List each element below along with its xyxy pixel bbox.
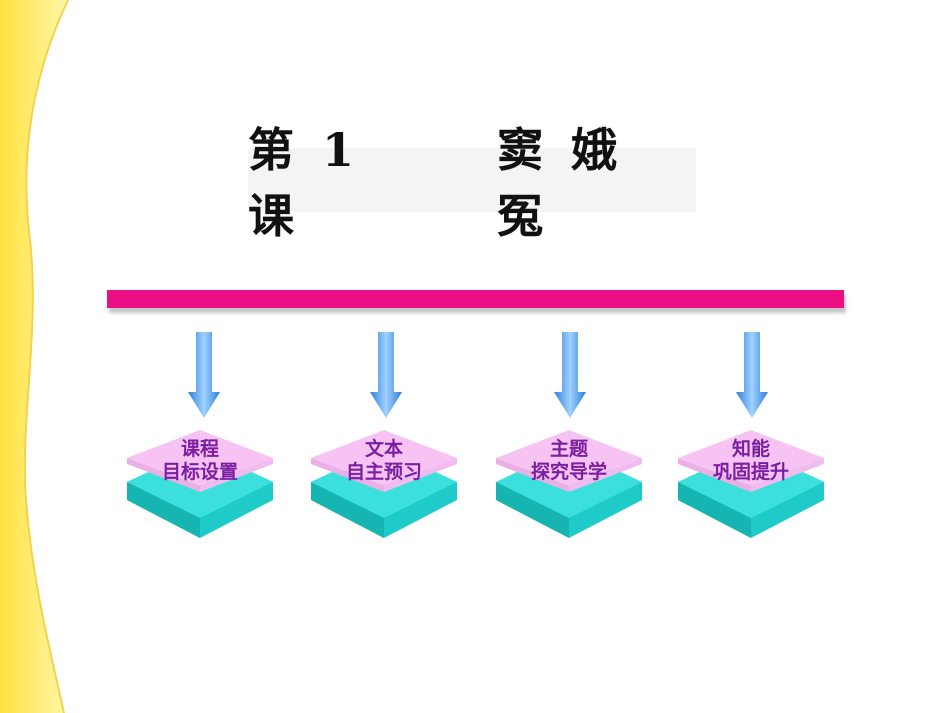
module-block-2[interactable]: [311, 430, 457, 540]
module-label-line2: 自主预习: [345, 461, 422, 483]
module-label-4[interactable]: 知能 巩固提升: [678, 438, 824, 484]
down-arrow-icon: [736, 332, 768, 418]
module-block-1[interactable]: [127, 430, 273, 540]
module-label-line1: 知能: [731, 438, 770, 460]
page-title: 第 1 课 窦 娥 冤: [248, 123, 696, 243]
module-label-line1: 文本: [364, 438, 403, 460]
module-block-3[interactable]: [496, 430, 642, 540]
module-label-line1: 课程: [180, 438, 219, 460]
module-block-4[interactable]: [678, 430, 824, 540]
title-background: [248, 148, 696, 212]
lesson-number: 第 1 课: [248, 123, 361, 243]
module-label-line2: 探究导学: [530, 461, 607, 483]
lesson-name: 窦 娥 冤: [497, 123, 624, 243]
down-arrow-icon: [554, 332, 586, 418]
pink-header-bar: [107, 290, 844, 308]
module-label-line2: 巩固提升: [712, 461, 789, 483]
module-label-line1: 主题: [549, 438, 588, 460]
module-label-line2: 目标设置: [161, 461, 238, 483]
down-arrow-icon: [188, 332, 220, 418]
module-label-2[interactable]: 文本 自主预习: [311, 438, 457, 484]
down-arrow-icon: [370, 332, 402, 418]
module-label-3[interactable]: 主题 探究导学: [496, 438, 642, 484]
module-label-1[interactable]: 课程 目标设置: [127, 438, 273, 484]
